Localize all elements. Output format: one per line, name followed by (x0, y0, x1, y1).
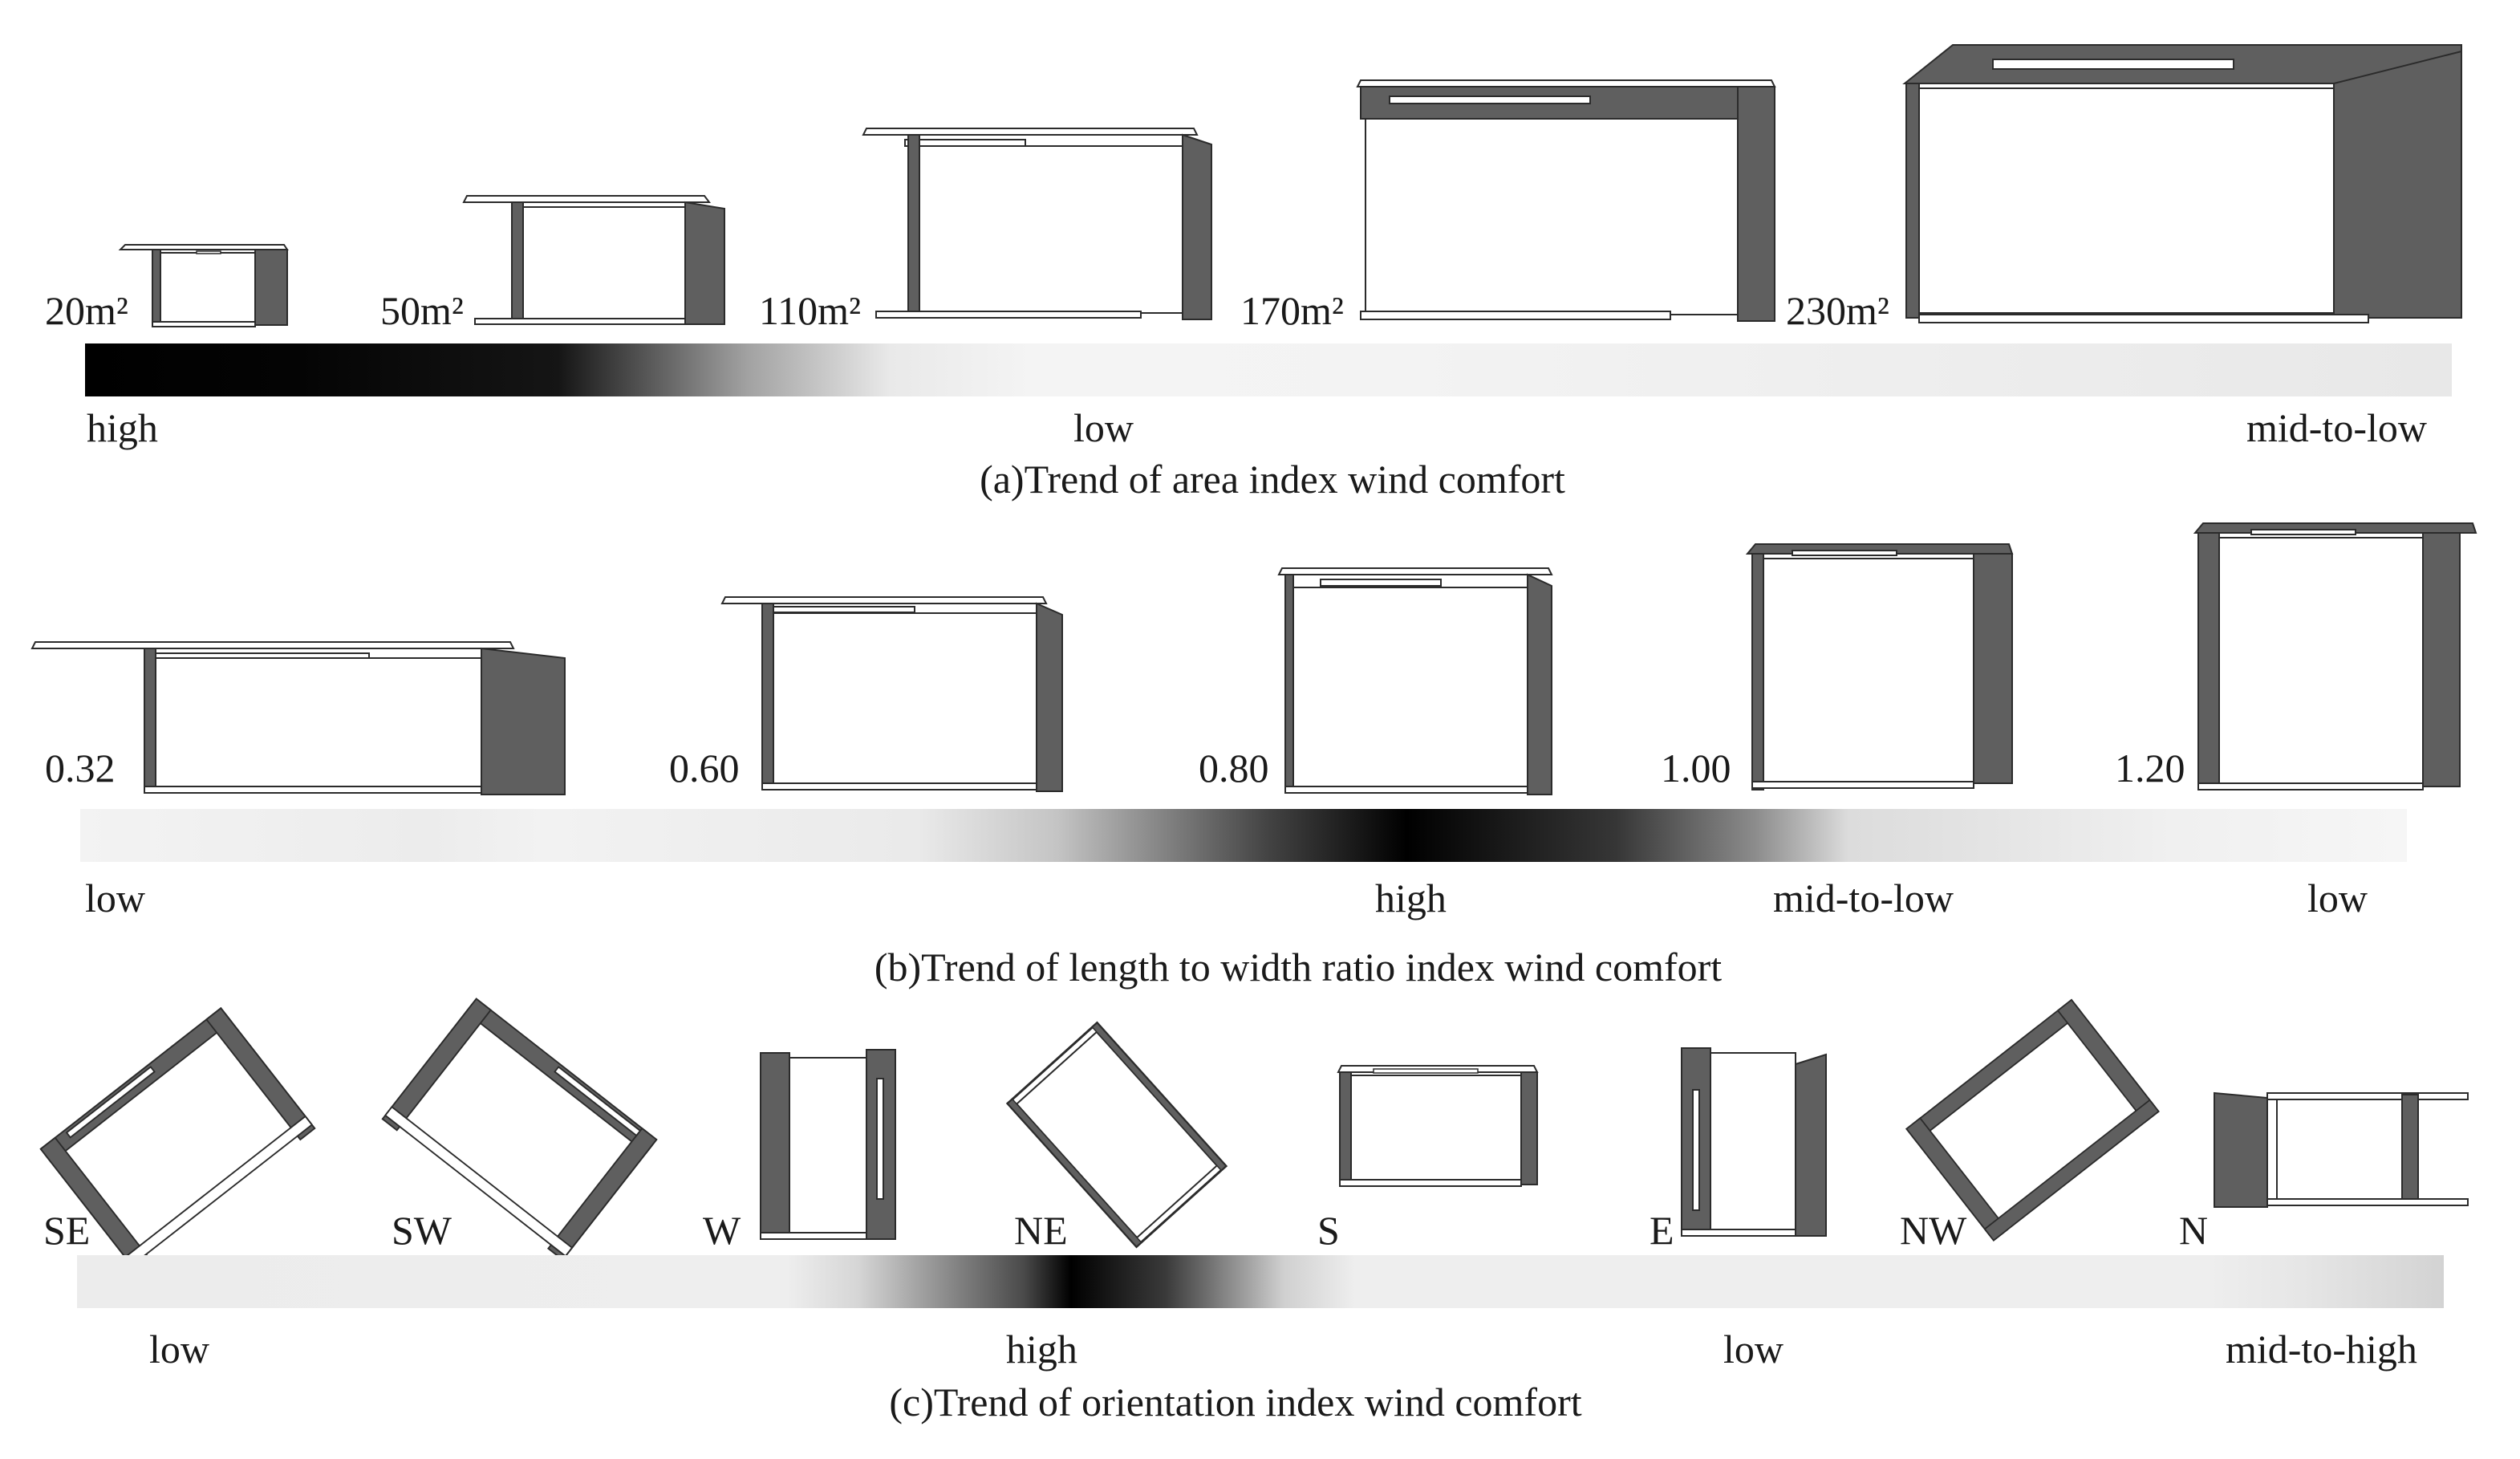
building-c-s (1337, 1065, 1539, 1187)
caption-b: (b)Trend of length to width ratio index … (874, 945, 1723, 990)
building-c-sw (381, 998, 658, 1262)
trend-gradient-a (85, 343, 2452, 396)
building-c-n (2214, 1091, 2469, 1208)
building-c-e (1681, 1047, 1827, 1237)
trend-label-a-mid-to-low: mid-to-low (2246, 405, 2427, 450)
trend-gradient-b (80, 809, 2407, 862)
trend-label-c-low-2: low (1723, 1327, 1783, 1372)
area-label-170: 170m² (1240, 288, 1344, 333)
building-c-se (39, 1006, 316, 1270)
orientation-label-e: E (1650, 1208, 1674, 1253)
orientation-label-sw: SW (392, 1208, 452, 1253)
ratio-label-100: 1.00 (1661, 746, 1731, 790)
orientation-label-ne: NE (1014, 1208, 1068, 1253)
orientation-label-w: W (703, 1208, 741, 1253)
building-c-nw (1905, 998, 2160, 1242)
building-a-230 (1902, 44, 2462, 323)
building-b-060 (720, 596, 1063, 792)
area-label-230: 230m² (1786, 288, 1889, 333)
orientation-label-nw: NW (1900, 1208, 1967, 1253)
building-b-100 (1745, 543, 2014, 790)
orientation-label-n: N (2179, 1208, 2209, 1253)
building-a-110 (862, 128, 1212, 320)
building-a-20 (118, 244, 289, 327)
building-c-w (760, 1049, 896, 1240)
building-c-ne (1005, 1021, 1228, 1249)
area-label-20: 20m² (45, 288, 128, 333)
trend-label-c-low-1: low (149, 1327, 209, 1372)
trend-label-b-low-1: low (85, 876, 145, 921)
caption-a: (a)Trend of area index wind comfort (980, 457, 1565, 502)
ratio-label-120: 1.20 (2115, 746, 2185, 790)
trend-label-c-high: high (1006, 1327, 1077, 1372)
area-label-50: 50m² (380, 288, 464, 333)
orientation-label-se: SE (43, 1208, 91, 1253)
building-a-170 (1356, 79, 1776, 322)
trend-label-c-mid-to-high: mid-to-high (2226, 1327, 2417, 1372)
area-label-110: 110m² (759, 288, 862, 333)
building-a-50 (462, 195, 725, 325)
caption-c: (c)Trend of orientation index wind comfo… (889, 1380, 1582, 1424)
ratio-label-080: 0.80 (1199, 746, 1269, 790)
building-b-032 (30, 641, 566, 795)
trend-label-b-mid-to-low: mid-to-low (1773, 876, 1954, 921)
building-b-120 (2193, 522, 2477, 790)
trend-label-a-high: high (87, 405, 158, 450)
trend-gradient-c (77, 1255, 2444, 1308)
orientation-label-s: S (1317, 1208, 1340, 1253)
trend-label-b-low-2: low (2307, 876, 2368, 921)
ratio-label-060: 0.60 (669, 746, 740, 790)
trend-label-a-low: low (1073, 405, 1134, 450)
building-b-080 (1277, 567, 1553, 795)
ratio-label-032: 0.32 (45, 746, 116, 790)
trend-label-b-high: high (1375, 876, 1447, 921)
